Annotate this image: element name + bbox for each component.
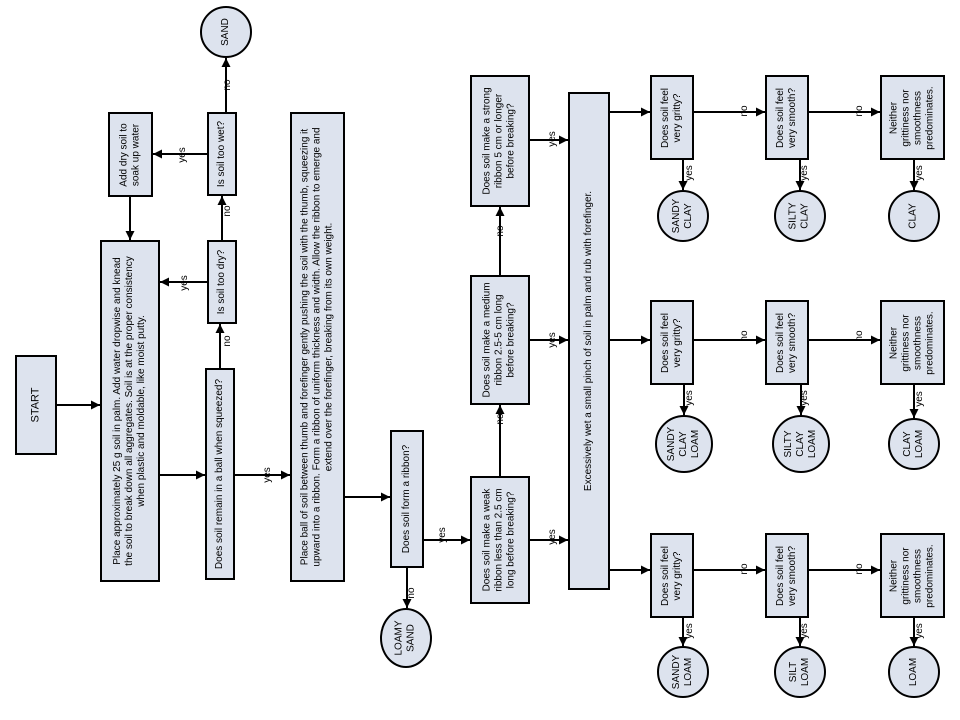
result-sandy-loam: SANDY LOAM — [657, 646, 709, 698]
label-no-too-dry: no — [222, 335, 233, 347]
too-dry-box: Is soil too dry? — [207, 240, 237, 324]
start-box: START — [15, 355, 57, 455]
neither-box-clay-loam: Neither grittiness nor smoothness predom… — [880, 300, 945, 385]
label-no-clay-1: no — [739, 105, 750, 117]
gritty-box-clay-loam: Does soil feel very gritty? — [650, 300, 694, 385]
label-no-loamy-sand: no — [406, 587, 417, 599]
smooth-box-clay-loam: Does soil feel very smooth? — [765, 300, 809, 385]
label-yes-loam: yes — [914, 623, 925, 639]
label-no-medium: no — [495, 413, 506, 425]
place-soil-box: Place approximately 25 g soil in palm. A… — [100, 240, 160, 582]
label-yes-add-dry: yes — [177, 147, 188, 163]
wet-pinch-box: Excessively wet a small pinch of soil in… — [568, 92, 610, 590]
strong-ribbon-box: Does soil make a strong ribbon 5 cm or l… — [470, 75, 530, 207]
label-yes-medium-pinch: yes — [547, 332, 558, 348]
label-no-clay-2: no — [854, 105, 865, 117]
gritty-box-loam: Does soil feel very gritty? — [650, 533, 694, 618]
result-silt-loam: SILT LOAM — [774, 646, 826, 698]
result-sandy-clay-loam: SANDY CLAY LOAM — [655, 415, 713, 473]
result-silty-clay-loam: SILTY CLAY LOAM — [772, 415, 830, 473]
ribbon-instructions-box: Place ball of soil between thumb and for… — [290, 112, 345, 582]
label-yes-sandy-loam: yes — [684, 623, 695, 639]
result-silty-clay: SILTY CLAY — [774, 190, 826, 242]
label-yes-strong-pinch: yes — [547, 131, 558, 147]
result-sandy-clay: SANDY CLAY — [657, 190, 709, 242]
label-no-too-wet: no — [222, 205, 233, 217]
result-loam: LOAM — [888, 646, 940, 698]
label-yes-sandy-clay: yes — [684, 165, 695, 181]
smooth-box-loam: Does soil feel very smooth? — [765, 533, 809, 618]
label-no-sand: no — [222, 79, 233, 91]
weak-ribbon-box: Does soil make a weak ribbon less than 2… — [470, 476, 530, 604]
label-yes-weak: yes — [437, 527, 448, 543]
label-no-loam-1: no — [739, 563, 750, 575]
result-clay: CLAY — [888, 190, 940, 242]
label-yes-silty-clay: yes — [799, 165, 810, 181]
label-no-clay-loam-2: no — [854, 330, 865, 342]
label-yes-clay: yes — [914, 165, 925, 181]
label-no-clay-loam-1: no — [739, 330, 750, 342]
too-wet-box: Is soil too wet? — [207, 112, 237, 196]
result-sand: SAND — [200, 6, 252, 58]
remain-ball-box: Does soil remain in a ball when squeezed… — [205, 368, 235, 580]
result-clay-loam: CLAY LOAM — [888, 418, 940, 470]
label-yes-weak-pinch: yes — [547, 529, 558, 545]
smooth-box-clay: Does soil feel very smooth? — [765, 75, 809, 160]
medium-ribbon-box: Does soil make a medium ribbon 2.5-5 cm … — [470, 275, 530, 405]
neither-box-loam: Neither grittiness nor smoothness predom… — [880, 533, 945, 618]
label-yes-dry: yes — [179, 275, 190, 291]
gritty-box-clay: Does soil feel very gritty? — [650, 75, 694, 160]
label-no-loam-2: no — [854, 563, 865, 575]
label-yes-clay-loam: yes — [914, 391, 925, 407]
result-loamy-sand: LOAMY SAND — [380, 608, 432, 668]
label-yes-sandy-clay-loam: yes — [684, 390, 695, 406]
neither-box-clay: Neither grittiness nor smoothness predom… — [880, 75, 945, 160]
form-ribbon-box: Does soil form a ribbon? — [390, 430, 424, 568]
add-dry-soil-box: Add dry soil to soak up water — [108, 112, 153, 197]
label-yes-ribbon-instructions: yes — [262, 467, 273, 483]
label-yes-silty-clay-loam: yes — [799, 390, 810, 406]
label-yes-silt-loam: yes — [799, 623, 810, 639]
label-no-strong: no — [495, 225, 506, 237]
